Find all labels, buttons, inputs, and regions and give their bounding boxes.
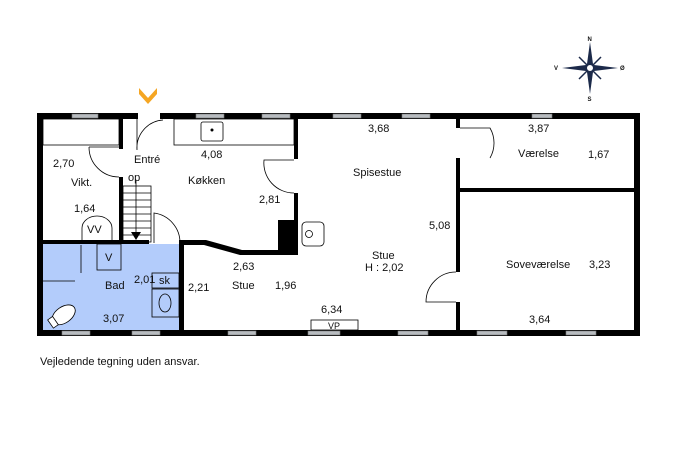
stue-height: H : 2,02	[365, 262, 404, 274]
vp-label: VP	[328, 321, 340, 331]
sovevaerelse-dim1: 3,23	[589, 259, 610, 271]
vikt-dim2: 1,64	[74, 203, 95, 215]
kitchen-counter	[173, 118, 295, 146]
stue-name: Stue	[372, 250, 395, 262]
stue-small-dim3: 2,21	[188, 282, 209, 294]
vaerelse-dim1: 3,87	[528, 123, 549, 135]
bad-dim2: 3,07	[103, 313, 124, 325]
water-heater-icon	[81, 215, 113, 240]
stue-small-name: Stue	[232, 280, 255, 292]
spisestue-dim2: 5,08	[429, 220, 450, 232]
sovevaerelse-name: Soveværelse	[506, 259, 570, 271]
kokken-dim2: 2,81	[259, 194, 280, 206]
vikt-dim1: 2,70	[53, 158, 74, 170]
compass-east: Ø	[620, 66, 625, 72]
washer-box	[96, 243, 122, 271]
sk-label: sk	[159, 275, 171, 287]
bad-name: Bad	[105, 280, 125, 292]
entre-name: Entré	[134, 154, 160, 166]
vaerelse-dim2: 1,67	[588, 149, 609, 161]
spisestue-dim1: 3,68	[368, 123, 389, 135]
vv-label: VV	[87, 224, 102, 236]
stairs	[122, 180, 152, 243]
stairs-label: op	[128, 172, 140, 184]
storage-shelf	[42, 118, 120, 146]
shower-icon	[43, 245, 82, 282]
vaerelse-name: Værelse	[518, 148, 559, 160]
interior-walls	[37, 113, 638, 333]
kokken-name: Køkken	[188, 175, 225, 187]
spisestue-name: Spisestue	[353, 167, 401, 179]
disclaimer-text: Vejledende tegning uden ansvar.	[40, 356, 200, 368]
stue-dim1: 6,34	[321, 304, 342, 316]
v-label: V	[105, 252, 113, 264]
kokken-dim1: 4,08	[201, 149, 222, 161]
compass-icon: N S V Ø	[554, 37, 625, 103]
bad-dim1: 2,01	[134, 274, 155, 286]
sovevaerelse-dim2: 3,64	[529, 314, 550, 326]
sink-icon	[200, 121, 224, 142]
windows	[61, 113, 597, 336]
compass-south: S	[588, 97, 592, 103]
stairs-arrow-icon	[131, 232, 141, 240]
stue-small-dim2: 1,96	[275, 280, 296, 292]
washbasin-icon	[151, 288, 180, 318]
compass-west: V	[554, 66, 558, 72]
stove-icon	[301, 221, 325, 247]
doors	[88, 119, 495, 303]
cabinet-box	[151, 272, 180, 289]
vikt-name: Vikt.	[71, 177, 92, 189]
heat-pump-box	[310, 319, 359, 331]
compass-north: N	[588, 37, 592, 43]
toilet-icon	[47, 304, 76, 329]
entrance-marker-icon	[139, 88, 157, 104]
stue-small-dim1: 2,63	[233, 261, 254, 273]
